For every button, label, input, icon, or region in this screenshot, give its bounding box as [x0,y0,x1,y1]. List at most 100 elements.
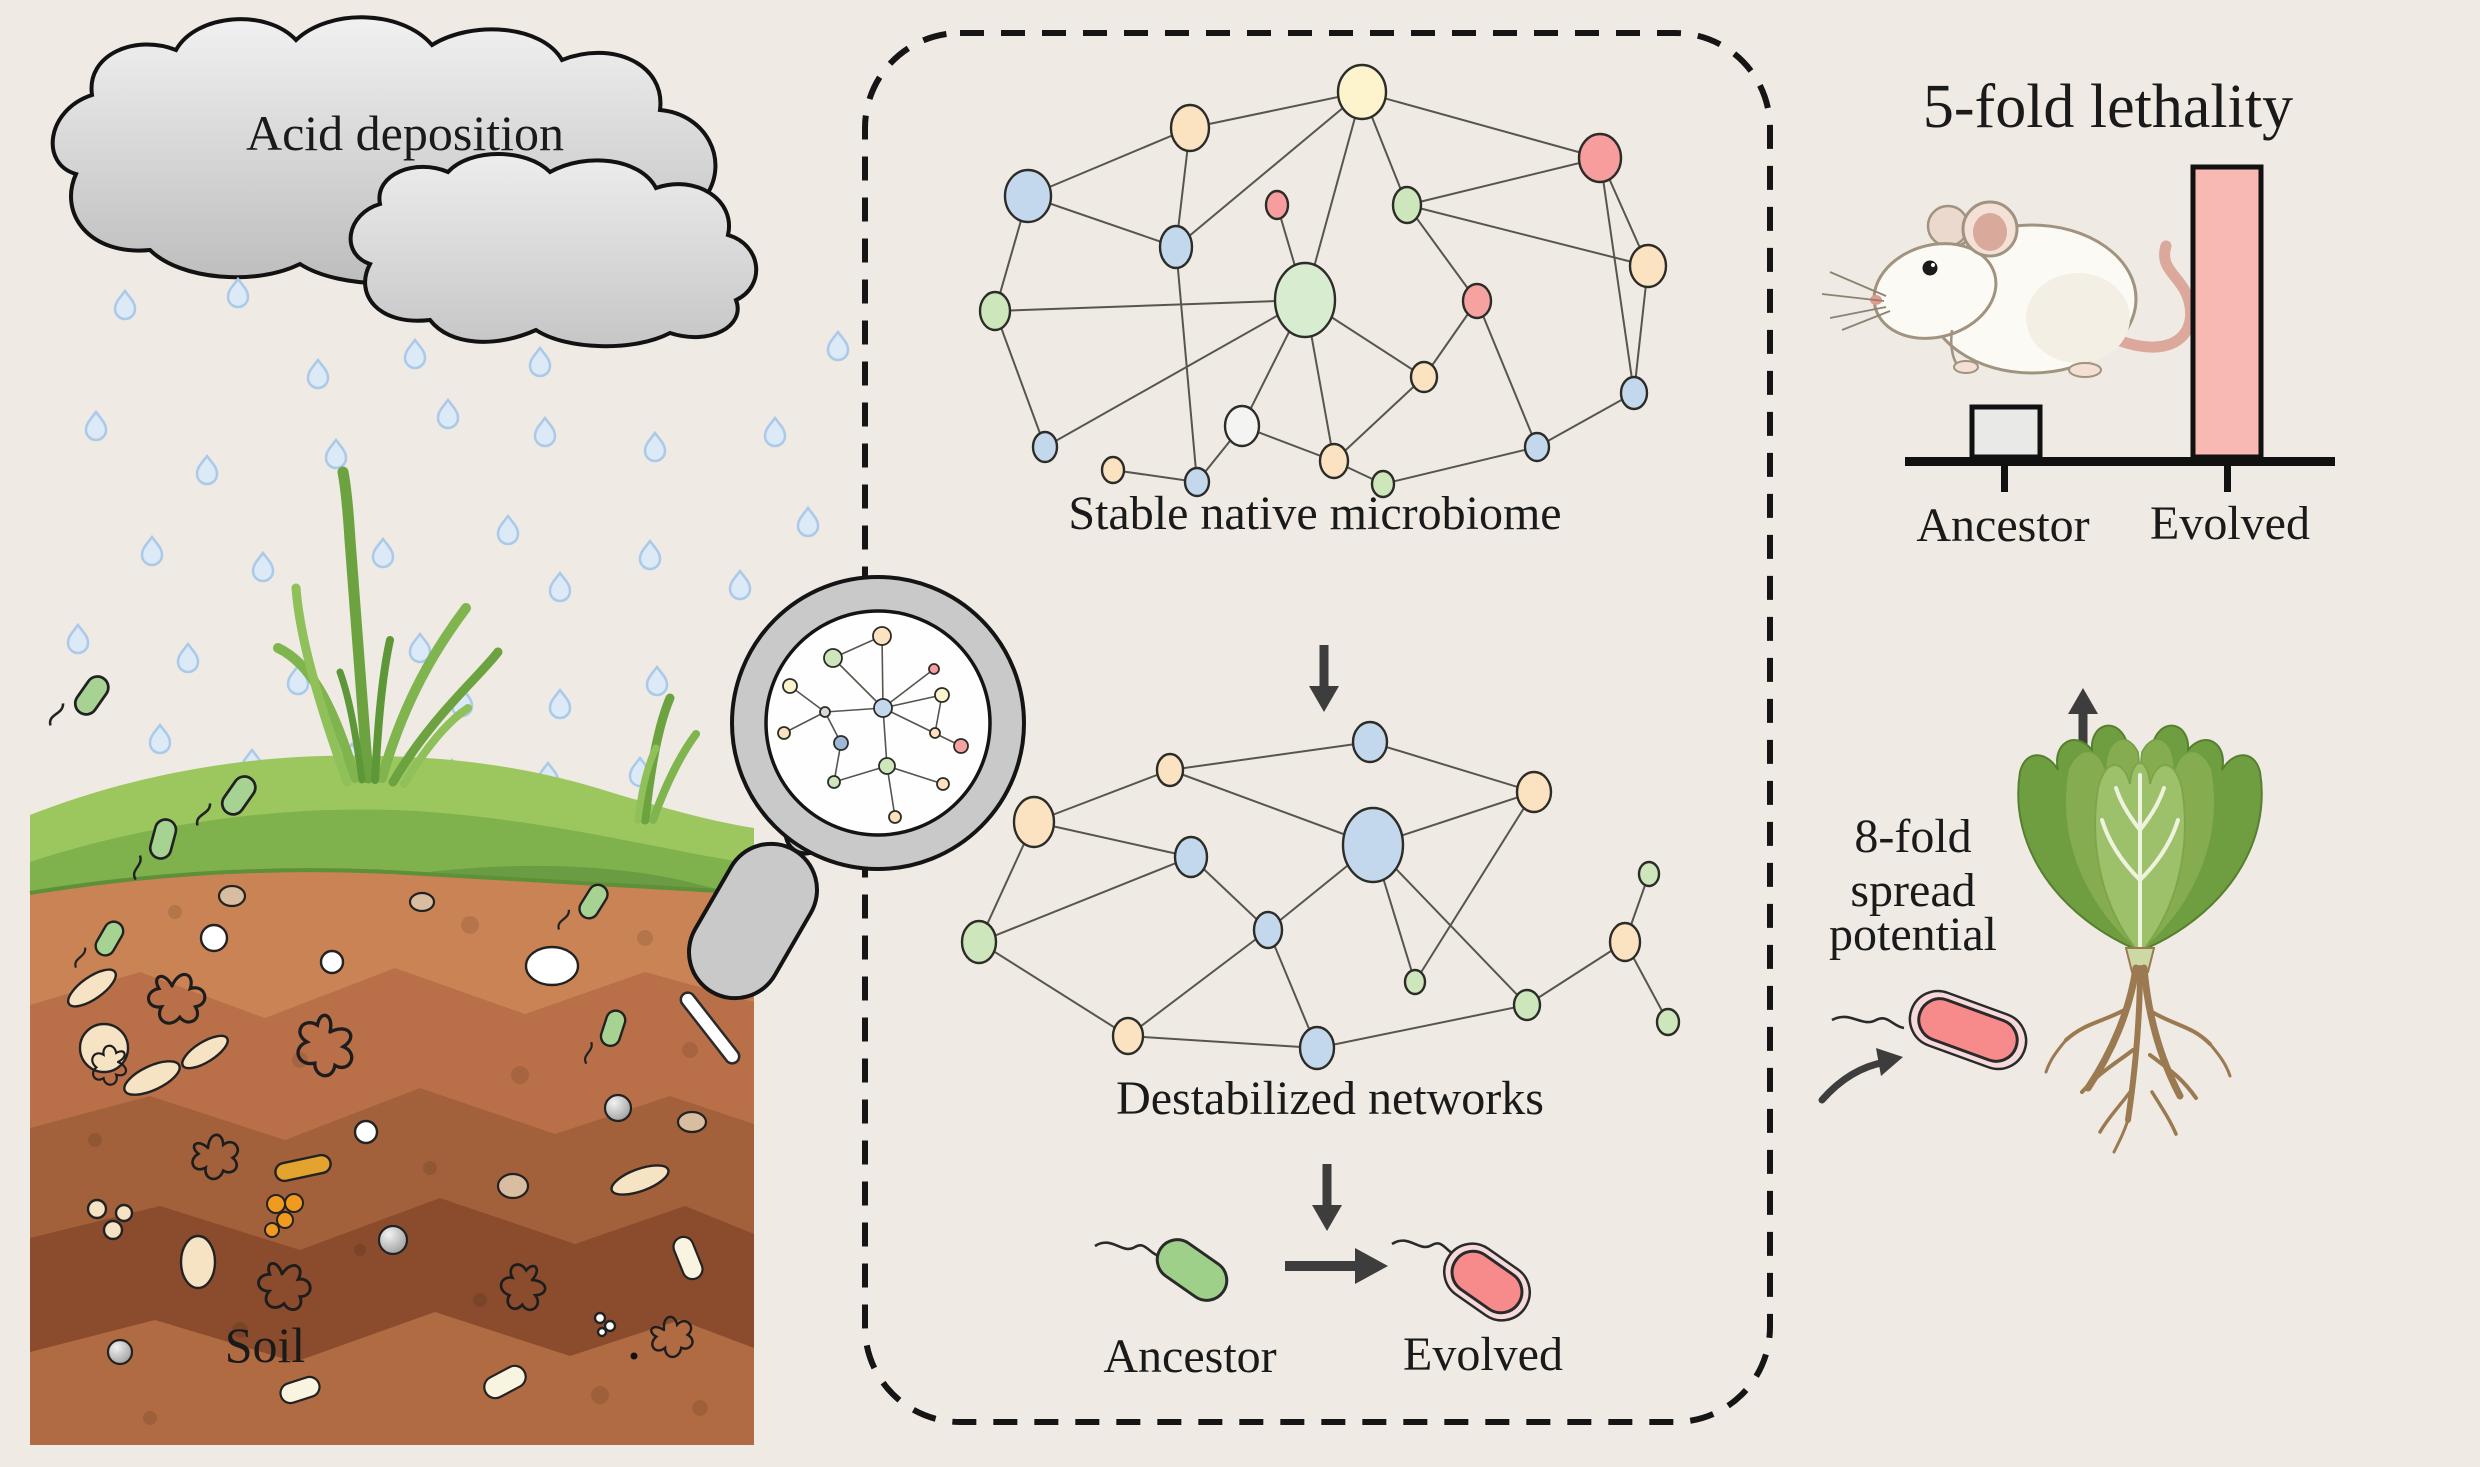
evolved-bacterium-icon [1391,1239,1531,1322]
raindrop-icon [496,514,520,546]
network-node [1608,921,1642,963]
mouse-eye [1922,260,1938,276]
soil-label: Soil [225,1317,306,1373]
raindrop-icon [251,551,275,583]
raindrop-icon [548,571,572,603]
spread-line3: potential [1829,908,1997,961]
network-node [960,919,998,965]
raindrop-icon [533,416,557,448]
arrow-curved-spread [1818,1048,1903,1104]
tick-evolved [2224,466,2231,492]
network-node [1169,103,1211,153]
network-node [1351,720,1389,764]
network-node [936,777,950,791]
raindrop-icon [195,454,219,486]
raindrop-icon [548,688,572,720]
network-node [1183,466,1211,498]
raindrop-icon [645,665,669,697]
chart-axis [1905,457,2335,466]
network-node [928,663,940,675]
network-node [873,698,893,718]
network-node [1100,455,1126,485]
destabilized-network-diagram [960,720,1681,1071]
network-node [1252,910,1284,950]
arrow-ancestor-to-evolved [1285,1248,1388,1284]
bar-evolved [2190,164,2264,460]
network-node [1273,261,1337,339]
panel-ancestor-label: Ancestor [1103,1330,1276,1383]
axis-evolved-label: Evolved [2150,497,2310,550]
grass-tuft [273,466,503,788]
lettuce-plant [2017,724,2263,1154]
spread-line1: 8-fold [1854,810,1971,863]
network-node [1523,431,1551,463]
acid-cloud-group: Acid deposition [50,15,759,349]
magnifier-handle [687,841,819,1001]
mouse-illustration [1821,200,2197,378]
stable-network-label: Stable native microbiome [1068,487,1561,540]
raindrop-icon [226,277,250,309]
network-node [934,687,950,703]
raindrop-icon [148,723,172,755]
network-node [1512,988,1542,1022]
arrow-lettuce-to-chart [2068,688,2098,744]
raindrop-icon [826,330,850,362]
soil-speckles [88,905,708,1425]
network-node [1341,806,1405,884]
raindrop-icon [176,642,200,674]
raindrop-icon [643,431,667,463]
network-node [1619,375,1649,411]
network-node [782,678,798,694]
raindrop-icon [796,506,820,538]
network-node [1158,224,1194,270]
spreading-evolved-bacterium-icon [1831,989,2028,1071]
lethality-bar-chart: Ancestor Evolved [1905,164,2335,552]
network-node [1318,442,1350,480]
network-node [1031,430,1059,464]
raindrop-icon [403,338,427,370]
raindrop-icon [728,569,752,601]
network-node [819,706,831,718]
network-node [1003,168,1053,224]
network-node [1264,189,1290,221]
network-node [1336,63,1388,121]
panel-evolved-label: Evolved [1403,1328,1563,1381]
network-node [1223,404,1261,448]
network-node [1461,282,1493,320]
tick-ancestor [2001,466,2008,492]
raindrop-icon [140,535,164,567]
raindrop-icon [371,537,395,569]
raindrop-icon [113,289,137,321]
bar-ancestor [1969,404,2043,460]
network-node [1012,795,1056,849]
network-node [1173,835,1209,879]
network-node [1391,185,1423,225]
soil-cross-section: Soil [29,466,755,1445]
raindrop-icon [763,416,787,448]
arrow-destabilized-to-evolution [1312,1164,1342,1231]
network-node [888,810,902,824]
network-node [823,648,843,668]
raindrop-icon [436,398,460,430]
raindrop-icon [324,438,348,470]
network-node [1155,752,1185,788]
stable-network-diagram [978,63,1668,499]
cloud-icon [348,152,759,349]
axis-ancestor-label: Ancestor [1916,499,2089,552]
acid-deposition-label: Acid deposition [246,105,564,161]
network-node [872,626,892,646]
network-node [978,290,1012,332]
ancestor-bacterium-icon [1094,1238,1229,1302]
network-node [1637,860,1661,888]
network-node [1370,469,1396,499]
network-node [1111,1016,1145,1056]
raindrop-icon [306,358,330,390]
network-node [1409,360,1439,394]
destabilized-network-label: Destabilized networks [1116,1072,1544,1125]
network-node [777,726,791,740]
spread-line2: spread [1850,864,1975,917]
lettuce-roots [2044,964,2232,1154]
lethality-title: 5-fold lethality [1923,73,2293,141]
lens-network-diagram [777,626,969,824]
grass-tuft-small [634,693,700,825]
